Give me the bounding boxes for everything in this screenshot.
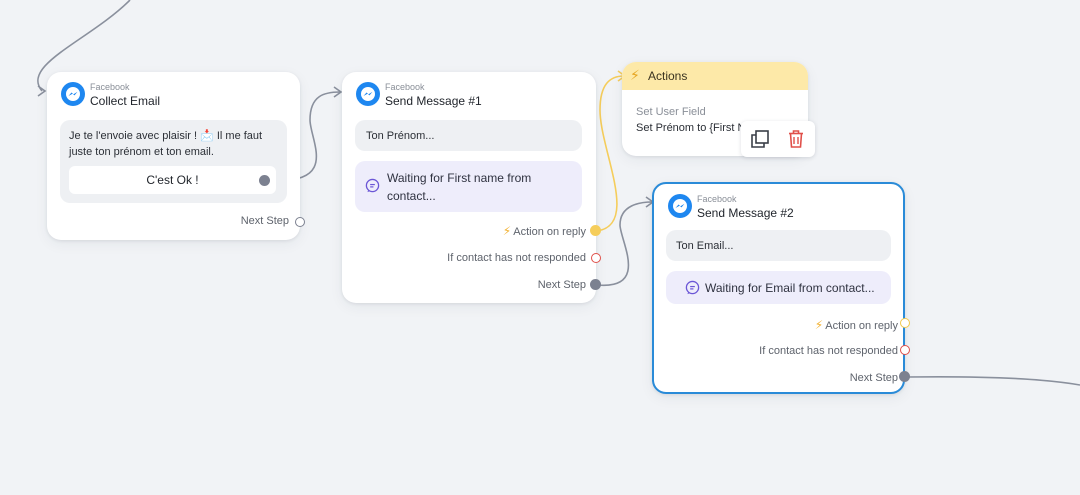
collect-email-node[interactable]: Facebook Collect Email Je te l'envoie av… xyxy=(47,72,305,240)
waiting-for-reply-block[interactable]: Waiting for Email from contact... xyxy=(666,271,891,304)
messenger-icon xyxy=(668,194,692,218)
platform-label: Facebook xyxy=(697,194,737,204)
messenger-icon xyxy=(61,82,85,106)
lightning-bolt-icon: ⚡ xyxy=(630,67,640,83)
waiting-for-reply-block[interactable]: Waiting for First name from contact... xyxy=(355,161,582,212)
wire-action-on-reply-to-actions xyxy=(596,75,625,232)
action-on-reply-port[interactable] xyxy=(900,318,910,328)
send-message-2-node[interactable]: Facebook Send Message #2 Ton Email... Wa… xyxy=(652,182,905,394)
node-title: Actions xyxy=(648,69,688,83)
next-step-port[interactable] xyxy=(295,217,305,227)
message-text-line: juste ton prénom et ton email. xyxy=(69,146,214,158)
action-on-reply-port[interactable] xyxy=(590,225,601,236)
node-title: Send Message #2 xyxy=(697,206,794,220)
waiting-text-line: contact... xyxy=(387,189,436,203)
node-title: Send Message #1 xyxy=(385,94,482,108)
actions-header: ⚡ Actions xyxy=(622,62,808,90)
quick-reply-port[interactable] xyxy=(259,175,270,186)
platform-label: Facebook xyxy=(385,82,425,92)
quick-reply-button[interactable]: C'est Ok ! xyxy=(69,166,276,194)
waiting-text-line: Waiting for First name from xyxy=(387,171,532,185)
next-step-port[interactable] xyxy=(899,371,910,382)
not-responded-port[interactable] xyxy=(900,345,910,355)
not-responded-label: If contact has not responded xyxy=(759,345,898,357)
message-bubble[interactable]: Ton Prénom... xyxy=(355,120,582,151)
wire-arrow-send-message-1 xyxy=(333,86,343,98)
wire-arrow-collect-email xyxy=(37,85,47,97)
wire-next-step-to-send-message-2 xyxy=(596,201,653,286)
next-step-label: Next Step xyxy=(240,215,289,227)
next-step-label: Next Step xyxy=(849,372,898,384)
waiting-text: Waiting for Email from contact... xyxy=(705,281,875,295)
wire-outgoing-send-message-2 xyxy=(905,375,1080,386)
message-bubble[interactable]: Ton Email... xyxy=(666,230,891,261)
next-step-label: Next Step xyxy=(537,279,586,291)
not-responded-port[interactable] xyxy=(591,253,601,263)
chat-bubble-icon xyxy=(685,280,700,295)
action-on-reply-label: Action on reply xyxy=(825,320,898,332)
action-on-reply-label: Action on reply xyxy=(513,226,586,238)
node-toolbar xyxy=(741,121,815,157)
platform-label: Facebook xyxy=(90,82,130,92)
chat-bubble-icon xyxy=(365,178,380,193)
action-on-reply-output[interactable]: ⚡Action on reply xyxy=(815,318,898,332)
duplicate-icon[interactable] xyxy=(749,128,771,150)
send-message-1-node[interactable]: Facebook Send Message #1 Ton Prénom... W… xyxy=(342,72,601,303)
trash-icon[interactable] xyxy=(785,128,807,150)
action-on-reply-output[interactable]: ⚡Action on reply xyxy=(503,224,586,238)
action-type-label: Set User Field xyxy=(636,106,706,118)
not-responded-label: If contact has not responded xyxy=(447,252,586,264)
message-text-line: Je te l'envoie avec plaisir ! 📩 Il me fa… xyxy=(69,130,263,142)
lightning-bolt-icon: ⚡ xyxy=(814,318,824,332)
node-title: Collect Email xyxy=(90,94,161,108)
lightning-bolt-icon: ⚡ xyxy=(502,224,512,238)
action-value: Set Prénom to {First N xyxy=(636,122,746,134)
next-step-port[interactable] xyxy=(590,279,601,290)
messenger-icon xyxy=(356,82,380,106)
message-bubble[interactable]: Je te l'envoie avec plaisir ! 📩 Il me fa… xyxy=(60,120,287,203)
